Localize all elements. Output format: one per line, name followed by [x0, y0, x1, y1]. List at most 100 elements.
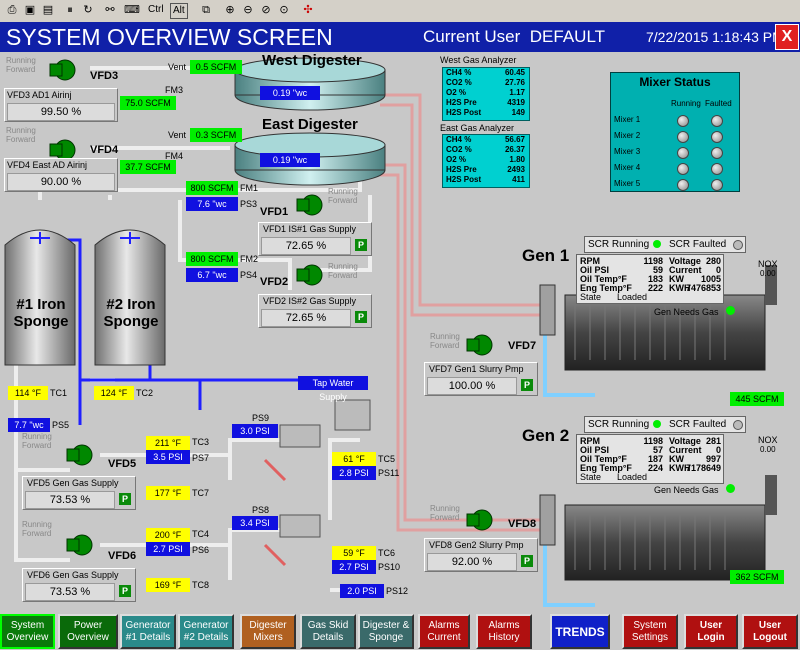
analyzer-row: CO2 %27.76	[446, 78, 525, 87]
west-digester-label: West Digester	[262, 52, 362, 69]
vfd6-panel-title: VFD6 Gen Gas Supply	[27, 570, 119, 580]
nav-user-logout[interactable]: User Logout	[742, 614, 798, 649]
gen1-title: Gen 1	[522, 246, 570, 265]
ps11-value: 2.8 PSI	[332, 466, 376, 480]
vfd4-panel[interactable]: VFD4 East AD Airinj 90.00 %	[4, 158, 118, 192]
ps8-label: PS8	[252, 505, 270, 515]
vfd3-label: VFD3	[90, 70, 119, 82]
print-icon[interactable]: ⎙	[7, 3, 17, 16]
vfd2-p-button[interactable]: P	[355, 311, 367, 323]
gen1-scr-faulted: SCR Faulted	[669, 239, 727, 250]
west-vent-flow: 0.5 SCFM	[190, 60, 242, 74]
nav-digester-mixers[interactable]: Digester Mixers	[240, 614, 296, 649]
gen1-scr-bar: SCR Running SCR Faulted	[584, 236, 746, 253]
tc4-label: TC4	[192, 529, 210, 539]
vfd2-panel[interactable]: VFD2 IS#2 Gas Supply 72.65 % P	[258, 294, 372, 328]
vfd2-panel-title: VFD2 IS#2 Gas Supply	[263, 296, 357, 306]
vfd8-p-button[interactable]: P	[521, 555, 533, 567]
ps6-label: PS6	[192, 545, 210, 555]
vfd2-status: Running Forward	[328, 262, 358, 280]
save-icon[interactable]: ▣	[24, 3, 36, 16]
vfd6-value: 73.53 %	[25, 583, 115, 601]
nav-system-settings[interactable]: System Settings	[622, 614, 678, 649]
fullscreen-icon[interactable]: ✣	[303, 3, 313, 16]
vfd2-label: VFD2	[260, 276, 289, 288]
vfd6-panel[interactable]: VFD6 Gen Gas Supply 73.53 % P	[22, 568, 136, 602]
alt-key[interactable]: Alt	[170, 3, 188, 19]
fm2-label: FM2	[240, 254, 258, 264]
title-bar: SYSTEM OVERVIEW SCREEN Current User DEFA…	[0, 22, 800, 52]
gen2-nox-label: NOX	[758, 435, 778, 445]
mixer-running-indicator	[677, 115, 689, 127]
tc4-value: 200 °F	[146, 528, 190, 542]
tc7-value: 177 °F	[146, 486, 190, 500]
mixer-faulted-indicator	[711, 115, 723, 127]
ps3-label: PS3	[240, 199, 258, 209]
ps10-value: 2.7 PSI	[332, 560, 376, 574]
east-analyzer-title: East Gas Analyzer	[440, 123, 515, 133]
piping-diagram	[4, 57, 777, 607]
vfd1-panel[interactable]: VFD1 IS#1 Gas Supply 72.65 % P	[258, 222, 372, 256]
window-icon[interactable]: ▤	[42, 3, 54, 16]
vfd7-p-button[interactable]: P	[521, 379, 533, 391]
tc1-label: TC1	[50, 388, 68, 398]
vfd3-panel[interactable]: VFD3 AD1 Airinj 99.50 %	[4, 88, 118, 122]
gen2-scr-faulted: SCR Faulted	[669, 419, 727, 430]
zoom-in-icon[interactable]: ⊕	[225, 3, 235, 16]
mixer-running-indicator	[677, 131, 689, 143]
nav-gas-skid-details[interactable]: Gas Skid Details	[300, 614, 356, 649]
nav-power-overview[interactable]: Power Overview	[58, 614, 118, 649]
gen1-scr-faulted-indicator	[733, 240, 743, 250]
vfd7-label: VFD7	[508, 340, 537, 352]
mixer-row-label: Mixer 1	[614, 115, 641, 124]
mixer-status-panel: Mixer Status Running Faulted Mixer 1 Mix…	[610, 72, 740, 192]
mixer-faulted-indicator	[711, 163, 723, 175]
mixer-running-indicator	[677, 179, 689, 191]
ps7-value: 3.5 PSI	[146, 450, 190, 464]
vfd3-panel-title: VFD3 AD1 Airinj	[7, 90, 72, 100]
vfd8-panel[interactable]: VFD8 Gen2 Slurry Pmp 92.00 % P	[424, 538, 538, 572]
vfd1-p-button[interactable]: P	[355, 239, 367, 251]
ctrl-key[interactable]: Ctrl	[148, 4, 164, 15]
nav-gen1-details[interactable]: Generator #1 Details	[120, 614, 176, 649]
nav-system-overview[interactable]: System Overview	[0, 614, 55, 649]
vfd5-p-button[interactable]: P	[119, 493, 131, 505]
vfd5-panel[interactable]: VFD5 Gen Gas Supply 73.53 % P	[22, 476, 136, 510]
zoom-fit-icon[interactable]: ⊙	[279, 3, 289, 16]
vfd7-panel[interactable]: VFD7 Gen1 Slurry Pmp 100.00 % P	[424, 362, 538, 396]
vfd8-value: 92.00 %	[427, 553, 517, 571]
refresh-icon[interactable]: ↻	[83, 3, 93, 16]
vfd5-status: Running Forward	[22, 432, 52, 450]
copy-icon[interactable]: ⧉	[202, 3, 210, 16]
gen1-nox-value: 0.00	[760, 269, 776, 278]
vfd7-panel-title: VFD7 Gen1 Slurry Pmp	[429, 364, 524, 374]
stop-icon[interactable]: ⏸	[67, 3, 73, 16]
nav-digester-sponge[interactable]: Digester & Sponge	[358, 614, 414, 649]
nav-alarms-history[interactable]: Alarms History	[476, 614, 532, 649]
zoom-out-icon[interactable]: ⊖	[243, 3, 253, 16]
nav-user-login[interactable]: User Login	[684, 614, 738, 649]
gen1-gas-flow: 445 SCFM	[730, 392, 784, 406]
vfd8-panel-title: VFD8 Gen2 Slurry Pmp	[429, 540, 524, 550]
nav-gen2-details[interactable]: Generator #2 Details	[178, 614, 234, 649]
vfd6-label: VFD6	[108, 550, 137, 562]
nav-alarms-current[interactable]: Alarms Current	[418, 614, 470, 649]
zoom-reset-icon[interactable]: ⊘	[261, 3, 271, 16]
keyboard-icon[interactable]: ⌨	[124, 3, 140, 16]
link-icon[interactable]: ⚯	[105, 3, 115, 16]
tc1-value: 114 °F	[8, 386, 48, 400]
east-digester-label: East Digester	[262, 116, 358, 133]
east-vent-flow: 0.3 SCFM	[190, 128, 242, 142]
east-vent-label: Vent	[168, 130, 187, 140]
close-button[interactable]: X	[775, 24, 799, 50]
vfd1-label: VFD1	[260, 206, 289, 218]
vfd4-value: 90.00 %	[7, 173, 115, 191]
nav-trends[interactable]: TRENDS	[550, 614, 610, 649]
vfd6-p-button[interactable]: P	[119, 585, 131, 597]
mixer-status-title: Mixer Status	[639, 75, 711, 89]
vfd2-value: 72.65 %	[261, 309, 351, 327]
tc6-label: TC6	[378, 548, 396, 558]
gen2-title: Gen 2	[522, 426, 570, 445]
